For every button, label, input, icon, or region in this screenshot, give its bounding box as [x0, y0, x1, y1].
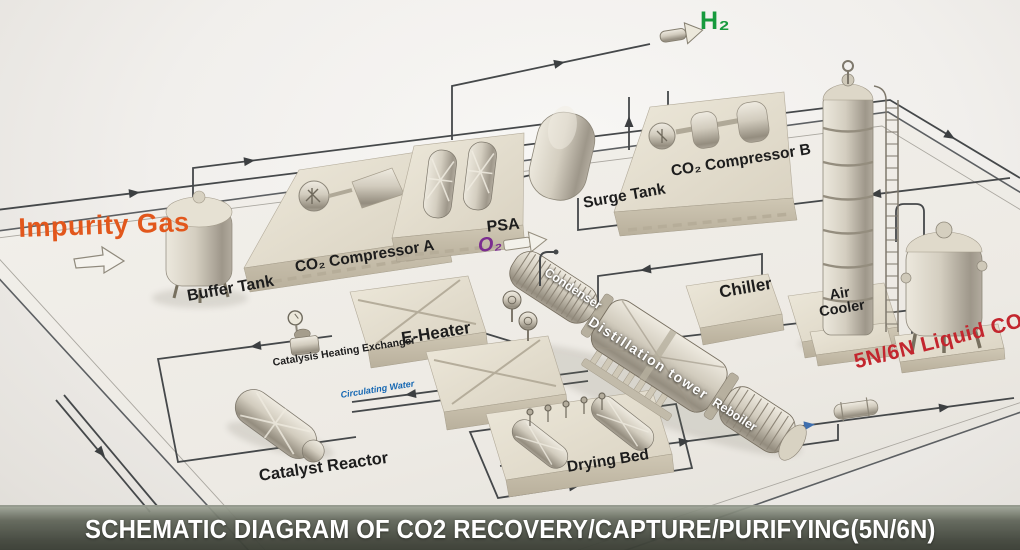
stream-arrows [73, 22, 879, 421]
impurity-gas-label: Impurity Gas [17, 207, 190, 243]
condenser-pumps [502, 249, 559, 341]
h2-label: H₂ [700, 7, 731, 35]
o2-label: O₂ [476, 232, 504, 257]
psa-adsorber-1 [423, 149, 457, 219]
buffer-tank-vessel [165, 190, 233, 303]
psa-adsorber-2 [463, 141, 497, 211]
co2-compressor-b-block [613, 91, 798, 237]
title-banner: SCHEMATIC DIAGRAM OF CO2 RECOVERY/CAPTUR… [0, 505, 1020, 550]
storage-tank-vessel [893, 221, 1006, 374]
column-ladder [873, 85, 899, 332]
product-line-muffler [833, 397, 879, 421]
drying-bed-manifold [526, 392, 606, 426]
distillation-tower-vessel [509, 251, 807, 461]
psa-unit [391, 132, 526, 263]
tank-hatch [935, 221, 953, 239]
catalysis-heating-exchanger-block [349, 275, 489, 369]
surge-tank-vessel [528, 105, 596, 201]
psa-label: PSA [485, 215, 521, 236]
tall-column-vessel [809, 60, 899, 367]
diagram-title: SCHEMATIC DIAGRAM OF CO2 RECOVERY/CAPTUR… [84, 514, 936, 544]
chiller-block [685, 273, 785, 346]
o2-arrow [503, 231, 548, 253]
h2-arrow [659, 22, 704, 45]
catalyst-reactor-vessel [234, 389, 325, 463]
drying-bed-assembly [485, 389, 675, 498]
impurity-gas-arrow [73, 245, 126, 275]
pressure-regulator-valve [287, 310, 320, 356]
